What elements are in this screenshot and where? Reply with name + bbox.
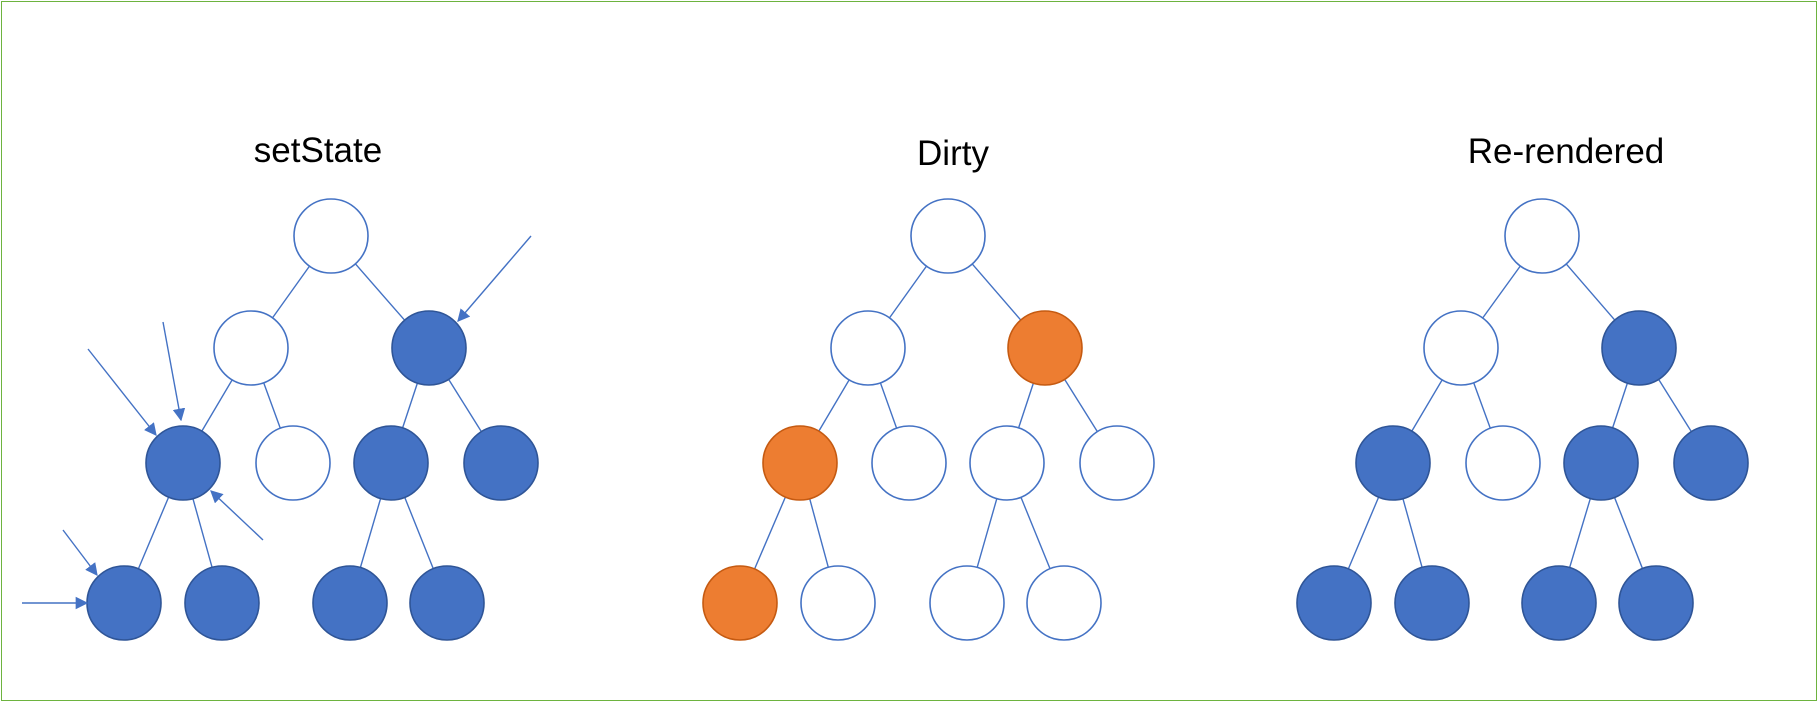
tree-edge-root-b (354, 263, 406, 321)
tree-edge-b-b1 (401, 382, 419, 429)
tree-edge-b1-b1b (1613, 497, 1644, 569)
tree-edge-a-a2 (879, 382, 898, 429)
panel-title-setstate: setState (254, 131, 382, 170)
tree-node-b2-empty (1079, 425, 1155, 501)
tree-node-b2-filled (1673, 425, 1749, 501)
tree-edge-a1-a1b (192, 498, 213, 568)
tree-node-a2-empty (255, 425, 331, 501)
setstate-arrow-2 (87, 348, 157, 436)
tree-nodes (1296, 198, 1749, 641)
tree-edge-a1-a1a (137, 496, 170, 570)
tree-node-a-empty (213, 310, 289, 386)
panel-setstate: setState (22, 131, 539, 641)
tree-edge-root-a (1482, 265, 1521, 319)
tree-node-a1-filled (145, 425, 221, 501)
panel-dirty: Dirty (702, 134, 1155, 641)
setstate-arrow-3 (162, 321, 186, 422)
tree-node-a-empty (830, 310, 906, 386)
tree-edge-root-a (888, 265, 928, 319)
tree-node-b1-filled (1563, 425, 1639, 501)
tree-nodes (702, 198, 1155, 641)
tree-edge-b-b2 (1658, 378, 1692, 433)
tree-node-a1b-filled (184, 565, 260, 641)
tree-node-a1a-filled (1296, 565, 1372, 641)
tree-node-b1b-empty (1026, 565, 1102, 641)
tree-edge-b-b2 (1064, 378, 1098, 433)
tree-node-a1a-filled (86, 565, 162, 641)
tree-node-a-empty (1423, 310, 1499, 386)
tree-node-b2-filled (463, 425, 539, 501)
tree-edge-b-b1 (1017, 382, 1035, 429)
tree-edge-a1-a1a (1347, 496, 1380, 570)
tree-node-a1-dirty (762, 425, 838, 501)
setstate-arrow-1 (457, 235, 532, 322)
tree-node-a1-filled (1355, 425, 1431, 501)
tree-edges (753, 263, 1098, 570)
tree-edge-a1-a1b (809, 498, 829, 568)
tree-edge-b-b1 (1611, 382, 1629, 429)
tree-edge-b1-b1a (976, 498, 998, 568)
tree-edge-a-a1 (201, 379, 233, 432)
tree-edge-b-b2 (448, 378, 482, 433)
tree-node-b-filled (391, 310, 467, 386)
tree-node-a1b-empty (800, 565, 876, 641)
tree-node-b-filled (1601, 310, 1677, 386)
tree-node-b1-filled (353, 425, 429, 501)
panel-title-dirty: Dirty (917, 134, 989, 173)
tree-node-b1a-filled (312, 565, 388, 641)
setstate-arrow-4 (210, 490, 264, 541)
tree-node-a2-empty (871, 425, 947, 501)
tree-node-b1b-filled (1618, 565, 1694, 641)
tree-edge-root-b (971, 263, 1022, 321)
tree-edge-root-a (271, 265, 311, 319)
setstate-arrow-5 (62, 529, 98, 577)
tree-node-a1a-dirty (702, 565, 778, 641)
tree-edge-root-b (1565, 263, 1616, 321)
tree-node-root-empty (293, 198, 369, 274)
tree-edge-a-a1 (818, 379, 850, 432)
tree-edge-a1-a1a (753, 496, 787, 570)
tree-node-b1-empty (969, 425, 1045, 501)
tree-edge-a-a2 (263, 382, 281, 429)
tree-edges (137, 263, 482, 570)
panel-title-rerendered: Re-rendered (1468, 132, 1665, 171)
tree-node-a1b-filled (1394, 565, 1470, 641)
tree-node-a2-empty (1465, 425, 1541, 501)
tree-node-root-empty (1504, 198, 1580, 274)
panel-rerendered: Re-rendered (1296, 132, 1749, 641)
tree-edge-b1-b1b (404, 497, 434, 569)
tree-edge-a1-a1b (1402, 498, 1423, 568)
tree-node-b1b-filled (409, 565, 485, 641)
tree-nodes (86, 198, 539, 641)
tree-edge-a-a2 (1473, 382, 1491, 429)
tree-edge-b1-b1a (359, 498, 382, 568)
tree-edge-b1-b1b (1020, 497, 1051, 569)
tree-node-b-dirty (1007, 310, 1083, 386)
tree-node-b1a-filled (1521, 565, 1597, 641)
tree-node-b1a-empty (929, 565, 1005, 641)
tree-edge-b1-b1a (1568, 498, 1592, 568)
tree-edges (1347, 263, 1692, 570)
tree-edge-a-a1 (1411, 379, 1443, 432)
setstate-arrows (22, 235, 532, 610)
tree-node-root-empty (910, 198, 986, 274)
